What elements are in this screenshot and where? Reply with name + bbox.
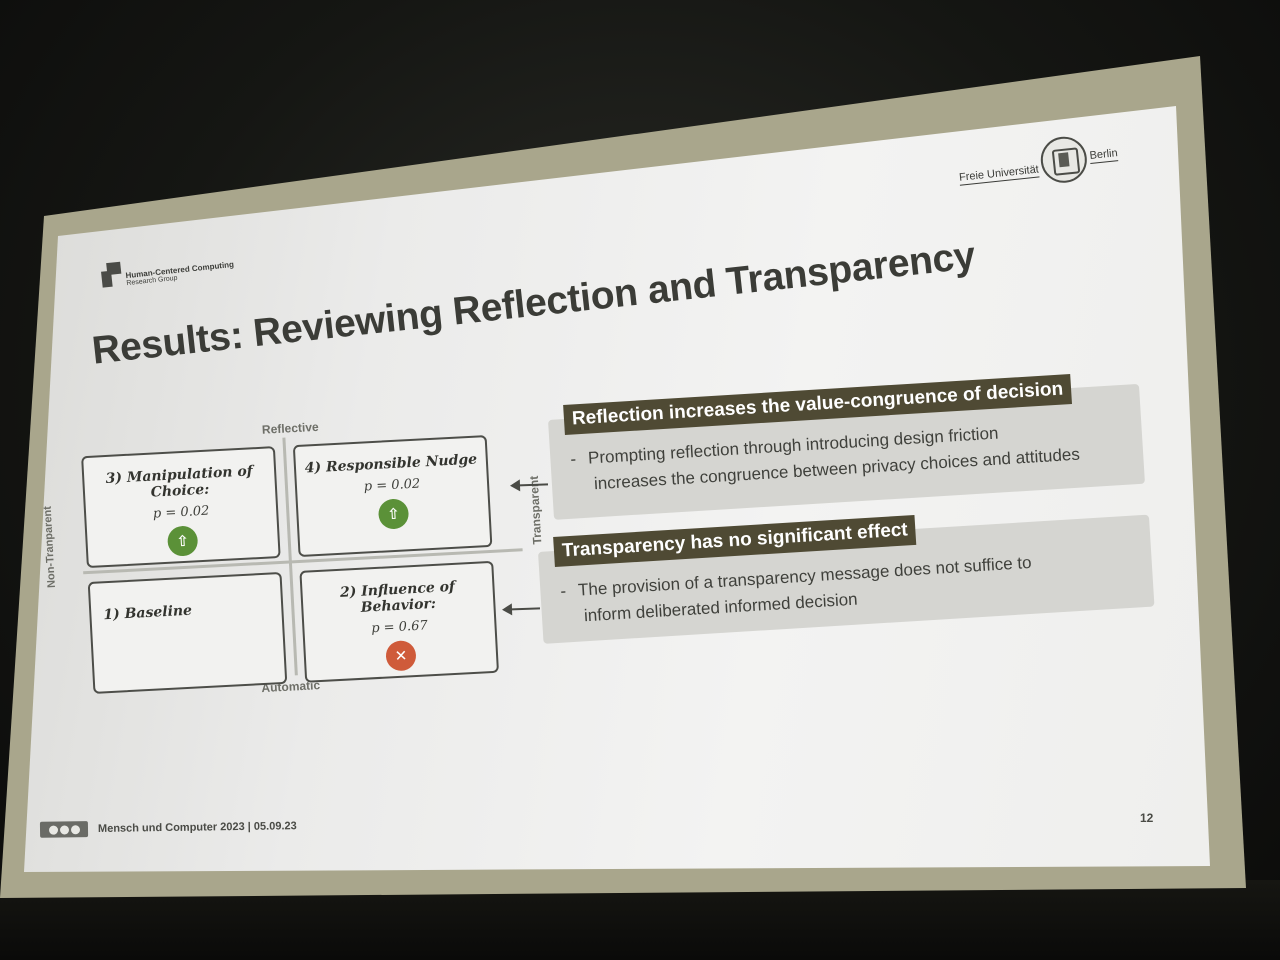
- bullet-dash: -: [559, 581, 567, 601]
- cross-icon: ✕: [385, 640, 417, 672]
- p-value: p = 0.67: [370, 618, 429, 637]
- p-value: p = 0.02: [363, 476, 421, 495]
- quadrant-diagram: Reflective Automatic Non-Tranparent Tran…: [42, 403, 547, 728]
- quadrant-title: 1) Baseline: [103, 602, 193, 624]
- page-number: 12: [1140, 811, 1154, 825]
- fu-berlin-logo: Freie Universität Berlin: [956, 131, 1120, 193]
- quadrant-title: 3) Manipulation of Choice:: [105, 463, 254, 501]
- quadrant-manipulation-of-choice: 3) Manipulation of Choice: p = 0.02 ⇧: [81, 446, 281, 569]
- up-arrow-icon: ⇧: [377, 498, 410, 530]
- university-seal-icon: [1038, 134, 1090, 186]
- hcc-logo-icon: [98, 260, 123, 290]
- cc-license-icon: [39, 821, 89, 838]
- university-name: Freie Universität: [958, 163, 1040, 186]
- conference-label: Mensch und Computer 2023 | 05.09.23: [97, 820, 297, 835]
- slide-footer: Mensch und Computer 2023 | 05.09.23: [39, 818, 297, 838]
- quadrant-title: 2) Influence of Behavior:: [339, 578, 456, 616]
- axis-label-non-transparent: Non-Tranparent: [41, 505, 58, 589]
- slide-title: Results: Reviewing Reflection and Transp…: [90, 234, 978, 373]
- axis-label-reflective: Reflective: [261, 419, 319, 437]
- university-city: Berlin: [1089, 147, 1119, 165]
- bullet-dash: -: [569, 449, 577, 469]
- quadrant-title: 4) Responsible Nudge: [304, 451, 478, 477]
- quadrant-responsible-nudge: 4) Responsible Nudge p = 0.02 ⇧: [292, 435, 493, 558]
- quadrant-influence-of-behavior: 2) Influence of Behavior: p = 0.67 ✕: [299, 560, 499, 683]
- quadrant-baseline: 1) Baseline: [87, 571, 288, 694]
- hcc-logo: Human-Centered Computing Research Group: [98, 248, 235, 290]
- finding-reflection: Reflection increases the value-congruenc…: [548, 374, 1146, 520]
- up-arrow-icon: ⇧: [166, 525, 199, 557]
- finding-transparency: Transparency has no significant effect -…: [538, 514, 1155, 644]
- p-value: p = 0.02: [152, 503, 210, 522]
